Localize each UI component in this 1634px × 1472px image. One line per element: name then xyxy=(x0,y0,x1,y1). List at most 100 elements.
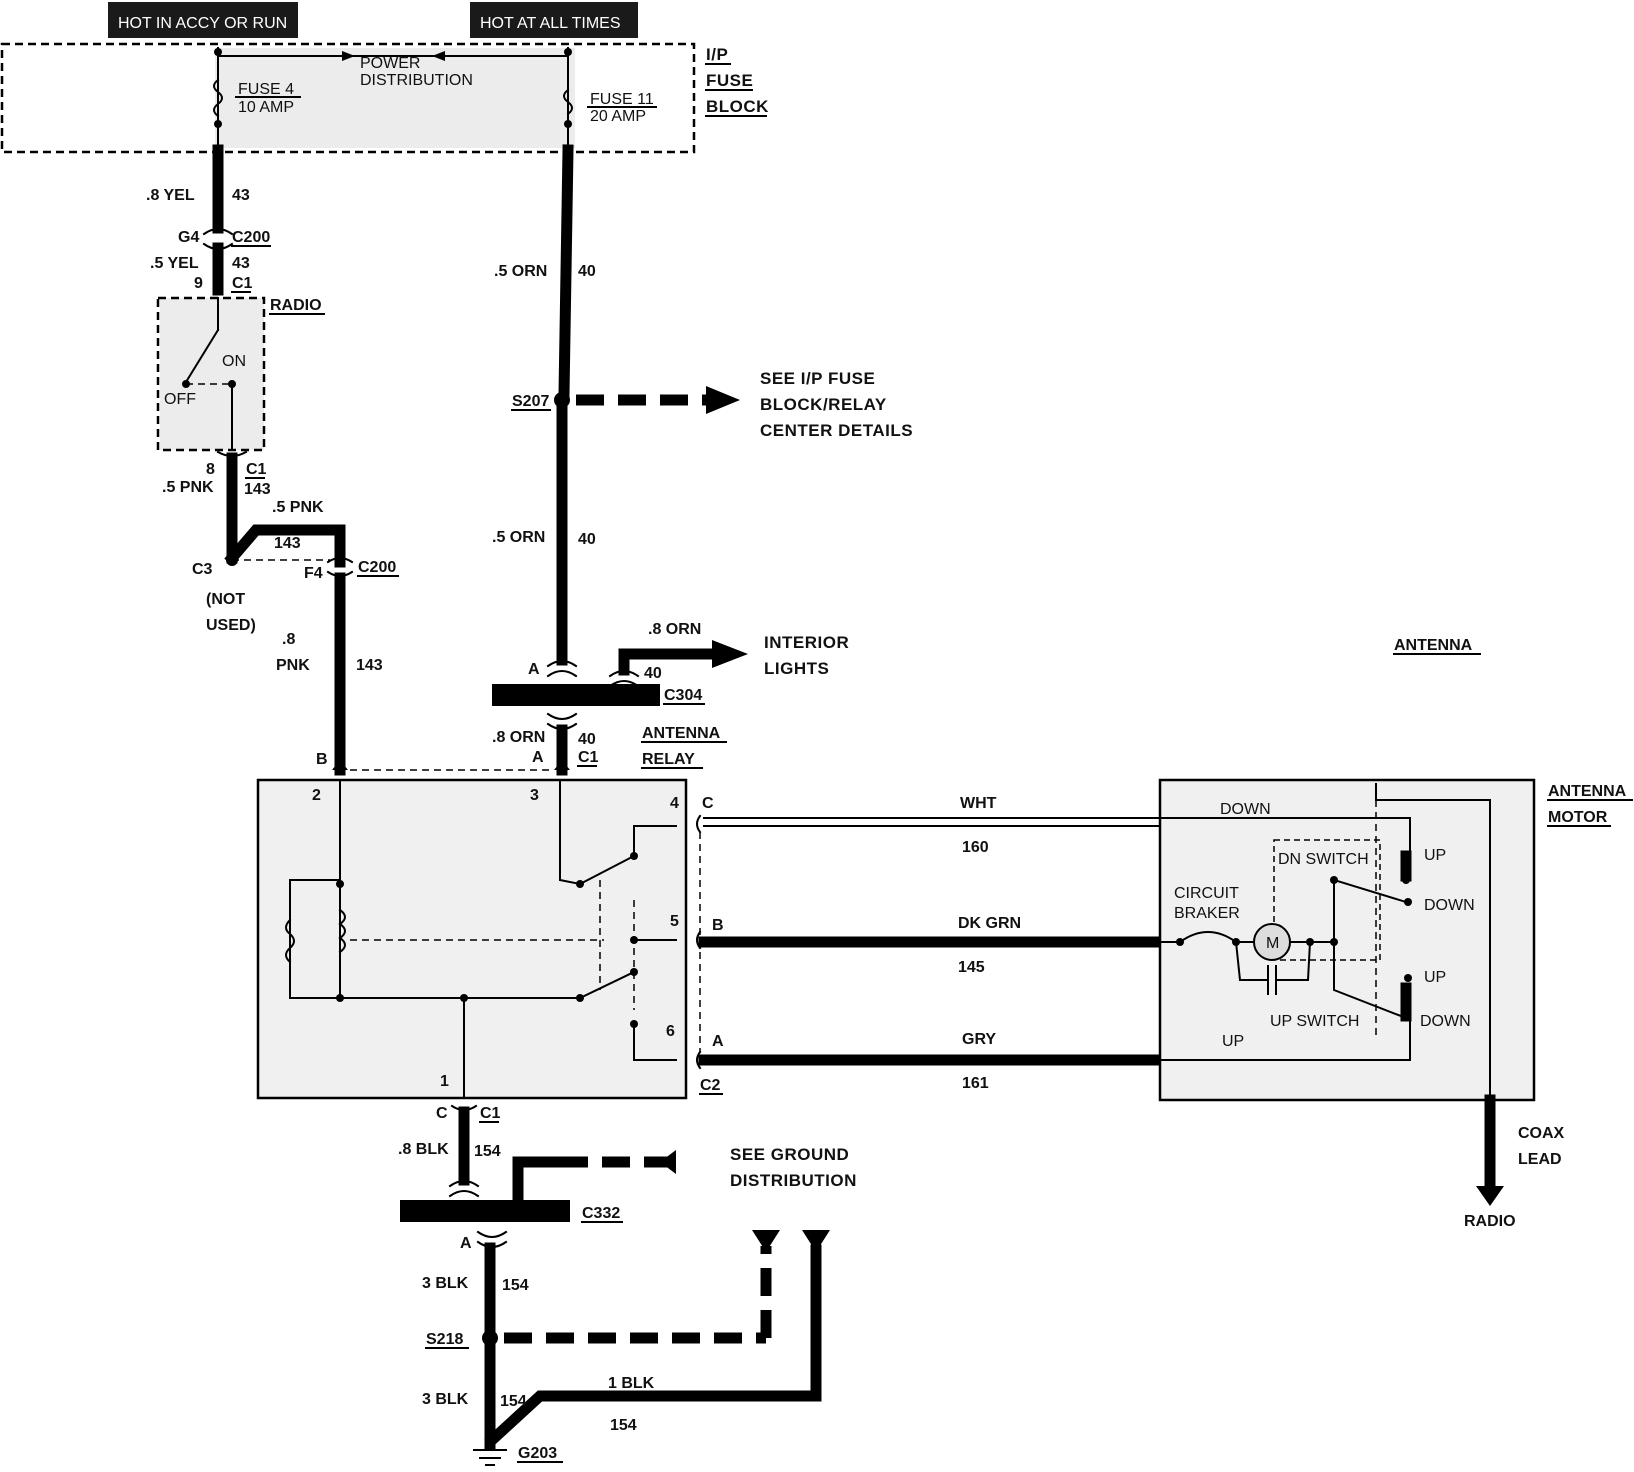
ground-c1: C1 xyxy=(480,1105,501,1122)
see-fuse-l2: BLOCK/RELAY xyxy=(760,395,887,414)
circuit-breaker-l1: CIRCUIT xyxy=(1174,885,1239,902)
fuse11-amp: 20 AMP xyxy=(590,108,646,125)
wht-num: 160 xyxy=(962,839,989,856)
c332-pin-a: A xyxy=(460,1235,472,1252)
w143-size-c-l1: .8 xyxy=(282,631,295,648)
antenna-motor: ANTENNA ANTENNA MOTOR DOWN DN SWITCH UP … xyxy=(1158,637,1633,1230)
w143-size-b: .5 PNK xyxy=(272,499,324,516)
w43-num-top: 43 xyxy=(232,187,250,204)
c1-label-top: C1 xyxy=(232,275,253,292)
circuit-breaker-l2: BRAKER xyxy=(1174,905,1240,922)
w154-num-d: 154 xyxy=(610,1417,637,1434)
w40-num-top: 40 xyxy=(578,263,596,280)
c2-label: C2 xyxy=(700,1077,721,1094)
fuse-block-title-l3: BLOCK xyxy=(706,97,769,116)
antenna-label: ANTENNA xyxy=(1394,637,1473,654)
w43-size-top: .8 YEL xyxy=(146,187,195,204)
fuse-block-title-l2: FUSE xyxy=(706,71,753,90)
dn-switch-label: DN SWITCH xyxy=(1278,851,1369,868)
c304-pin-a: A xyxy=(528,661,540,678)
pin9-label: 9 xyxy=(194,275,203,292)
motor-title-l2: MOTOR xyxy=(1548,809,1608,826)
w143-num-a: 143 xyxy=(244,481,271,498)
motor-symbol-m: M xyxy=(1266,935,1279,952)
c200-label: C200 xyxy=(232,229,270,246)
interior-lights-l2: LIGHTS xyxy=(764,659,829,678)
relay-title-l2: RELAY xyxy=(642,751,695,768)
w43-num-bottom: 43 xyxy=(232,255,250,272)
w40-size-mid: .5 ORN xyxy=(492,529,545,546)
w40-size-relay: .8 ORN xyxy=(492,729,545,746)
interior-lights-l1: INTERIOR xyxy=(764,633,849,652)
fuse11-name: FUSE 11 xyxy=(590,91,654,108)
w40-num-relay: 40 xyxy=(578,731,596,748)
power-distribution-l1: POWER xyxy=(360,55,420,72)
c304-label: C304 xyxy=(664,687,702,704)
relay-pin-4: 4 xyxy=(670,795,679,812)
w154-size-c: 3 BLK xyxy=(422,1391,469,1408)
radio-label: RADIO xyxy=(270,297,322,314)
fuse-block-title-l1: I/P xyxy=(706,45,728,64)
g203-label: G203 xyxy=(518,1445,557,1462)
dkgrn-label: DK GRN xyxy=(958,915,1021,932)
w43-size-bottom: .5 YEL xyxy=(150,255,199,272)
power-distribution-l2: DISTRIBUTION xyxy=(360,72,473,89)
gry-label: GRY xyxy=(962,1031,996,1048)
w40-num-interior: 40 xyxy=(644,665,662,682)
fuse4-amp: 10 AMP xyxy=(238,99,294,116)
coax-radio: RADIO xyxy=(1464,1213,1516,1230)
header-hot-accy: HOT IN ACCY OR RUN xyxy=(108,2,298,38)
w40-size-interior: .8 ORN xyxy=(648,621,701,638)
g4-label: G4 xyxy=(178,229,199,246)
coax-lead-l1: COAX xyxy=(1518,1125,1565,1142)
relay-pin-1: 1 xyxy=(440,1073,449,1090)
middle-circuit: .5 ORN 40 S207 SEE I/P FUSE BLOCK/RELAY … xyxy=(492,144,913,776)
w154-size-a: .8 BLK xyxy=(398,1141,449,1158)
see-ground-l2: DISTRIBUTION xyxy=(730,1171,857,1190)
ground-pin-c: C xyxy=(436,1105,448,1122)
f4-label: F4 xyxy=(304,565,323,582)
fuse4-name: FUSE 4 xyxy=(238,81,294,98)
w143-size-c-l2: PNK xyxy=(276,657,310,674)
harness-pin-a: A xyxy=(712,1033,724,1050)
not-used-l1: (NOT xyxy=(206,591,245,608)
c1-label-radio: C1 xyxy=(246,461,267,478)
motor-down-top: DOWN xyxy=(1220,801,1271,818)
up-switch-label: UP SWITCH xyxy=(1270,1013,1359,1030)
antenna-relay: ANTENNA RELAY B 2 3 4 5 6 1 xyxy=(256,725,727,1100)
not-used-l2: USED) xyxy=(206,617,256,634)
see-fuse-l1: SEE I/P FUSE xyxy=(760,369,875,388)
radio-on: ON xyxy=(222,353,246,370)
up-switch-up: UP xyxy=(1424,969,1446,986)
w143-num-c: 143 xyxy=(356,657,383,674)
coax-lead-l2: LEAD xyxy=(1518,1151,1562,1168)
w143-size-a: .5 PNK xyxy=(162,479,214,496)
harness-pin-b: B xyxy=(712,917,724,934)
relay-pin-a: A xyxy=(532,749,544,766)
see-fuse-l3: CENTER DETAILS xyxy=(760,421,913,440)
fuse-block: POWER DISTRIBUTION FUSE 4 10 AMP FUSE 11… xyxy=(0,42,769,154)
c200-label-b: C200 xyxy=(358,559,396,576)
relay-conn-b: B xyxy=(316,751,328,768)
s207-label: S207 xyxy=(512,393,549,410)
relay-title-l1: ANTENNA xyxy=(642,725,721,742)
w154-size-d: 1 BLK xyxy=(608,1375,655,1392)
relay-pin-2: 2 xyxy=(312,787,321,804)
w40-num-mid: 40 xyxy=(578,531,596,548)
ground-circuit: C C1 .8 BLK 154 SEE GROUND DISTRIBUTION … xyxy=(398,1104,857,1466)
dn-switch-down: DOWN xyxy=(1424,897,1475,914)
relay-pin-6: 6 xyxy=(666,1023,675,1040)
dkgrn-num: 145 xyxy=(958,959,985,976)
header-hot-all: HOT AT ALL TIMES xyxy=(470,2,638,38)
left-circuit: .8 YEL 43 G4 C200 .5 YEL 43 9 C1 ON OFF … xyxy=(146,144,399,776)
header-hot-accy-text: HOT IN ACCY OR RUN xyxy=(118,15,287,32)
motor-up-bottom: UP xyxy=(1222,1033,1244,1050)
up-switch-down: DOWN xyxy=(1420,1013,1471,1030)
relay-motor-harness: C B A C2 WHT 160 DK GRN 145 GRY 161 xyxy=(696,795,1168,1095)
w40-size-top: .5 ORN xyxy=(494,263,547,280)
wht-label: WHT xyxy=(960,795,997,812)
header-hot-all-text: HOT AT ALL TIMES xyxy=(480,15,621,32)
pin8-label: 8 xyxy=(206,461,215,478)
s218-label: S218 xyxy=(426,1331,463,1348)
